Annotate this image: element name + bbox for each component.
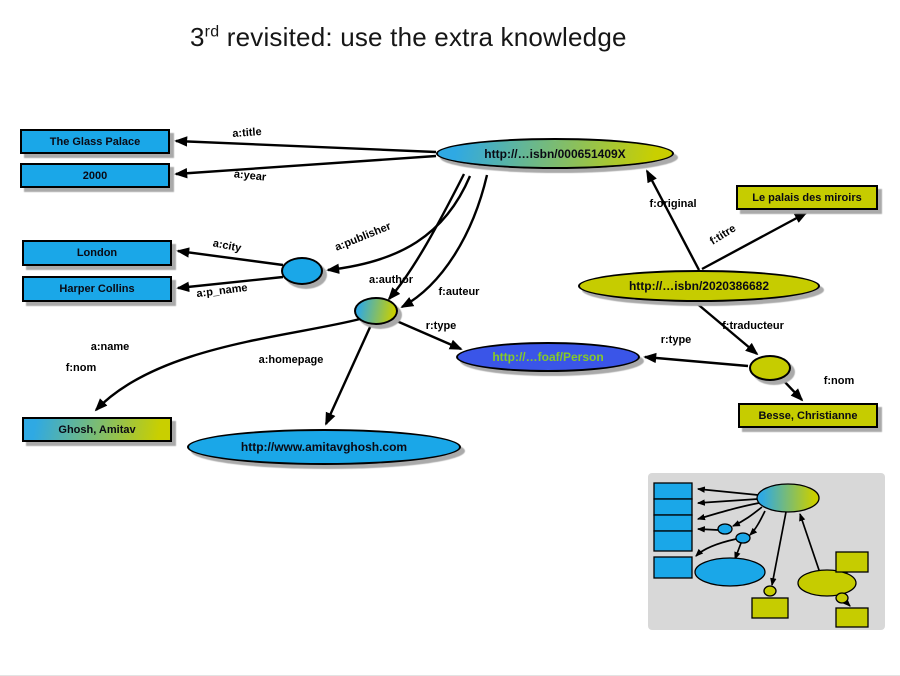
node-palais-label: Le palais des miroirs [752,191,862,204]
node-besse-label: Besse, Christianne [758,409,858,422]
node-foaf-person: http://…foaf/Person [456,342,640,372]
title-superscript: rd [204,23,220,41]
edge-label-f-nom-left: f:nom [65,362,97,374]
node-year-label: 2000 [82,169,108,182]
edge-r-type-left [391,317,463,351]
edge-label-f-original: f:original [649,198,697,210]
page-title: 3rd revisited: use the extra knowledge [190,22,627,53]
edge-f-titre [701,211,808,271]
edge-a-p-name [176,275,284,293]
mini-edges [695,486,851,607]
mini-rect-yellow-3 [835,607,869,628]
edge-label-r-type-left: r:type [425,320,457,332]
node-translator-blank [749,355,791,381]
node-glass-palace: The Glass Palace [20,129,170,154]
mini-rect-blue-2 [653,498,693,516]
node-harper-collins-label: Harper Collins [59,283,135,295]
mini-rect-yellow-1 [835,551,869,573]
mini-ellipse-gradient [756,483,820,513]
mini-ellipse-yellow-blank-2 [835,592,849,604]
edge-a-year [174,154,437,179]
edge-a-city [176,247,284,267]
mini-rect-blue-3 [653,514,693,532]
node-isbn-000651409X: http://…isbn/000651409X [436,138,674,169]
node-ghosh-amitav: Ghosh, Amitav [22,417,172,442]
mini-rect-blue-4 [653,530,693,552]
node-harper-collins: Harper Collins [22,276,172,302]
node-isbn-en-label: http://…isbn/000651409X [484,146,626,161]
overview-inset [648,473,885,630]
mini-ellipse-blank-2 [735,532,751,544]
node-ghosh-label: Ghosh, Amitav [58,423,136,436]
title-rest: revisited: use the extra knowledge [219,22,627,52]
node-london: London [22,240,172,266]
title-prefix: 3 [190,22,205,52]
mini-ellipse-yellow-blank-1 [763,585,777,597]
mini-ellipse-yellow-large [797,569,857,597]
edge-label-a-author: a:author [369,274,413,286]
edge-r-type-right [643,352,749,368]
edge-a-author [387,173,466,301]
node-homepage-url: http://www.amitavghosh.com [187,429,461,465]
edge-label-f-nom-right: f:nom [823,375,855,387]
edge-a-name-f-nom [94,317,361,412]
node-homepage-label: http://www.amitavghosh.com [240,440,408,454]
edge-f-nom-right [781,378,804,402]
edge-f-auteur [400,174,489,309]
node-person-label: http://…foaf/Person [492,350,604,364]
node-glass-palace-label: The Glass Palace [49,135,141,148]
edge-label-a-title: a:title [231,125,263,141]
mini-ellipse-blue-large [694,557,766,587]
mini-rect-yellow-2 [751,597,789,619]
edge-f-original [645,169,701,271]
overview-inset-graphic [653,482,869,628]
node-london-label: London [76,247,118,259]
node-year-2000: 2000 [20,163,170,188]
edge-label-f-traducteur: f:traducteur [722,320,784,332]
mini-ellipse-blank-1 [717,523,733,535]
edge-label-a-homepage: a:homepage [258,354,324,366]
edge-label-f-auteur: f:auteur [438,286,480,298]
mini-rect-blue-5 [653,556,693,579]
node-isbn-fr-label: http://…isbn/2020386682 [628,279,770,293]
node-isbn-2020386682: http://…isbn/2020386682 [578,270,820,302]
edge-f-traducteur [693,300,759,356]
node-author-blank [354,297,398,325]
mini-shapes [653,482,869,628]
edge-label-r-type-right: r:type [660,334,692,346]
edge-a-homepage [324,324,373,426]
edge-a-publisher [326,175,472,274]
edge-a-title [174,136,437,154]
node-publisher-blank [281,257,323,285]
edge-label-a-name: a:name [90,341,130,353]
node-le-palais-des-miroirs: Le palais des miroirs [736,185,878,210]
node-besse-christianne: Besse, Christianne [738,403,878,428]
mini-rect-blue-1 [653,482,693,500]
